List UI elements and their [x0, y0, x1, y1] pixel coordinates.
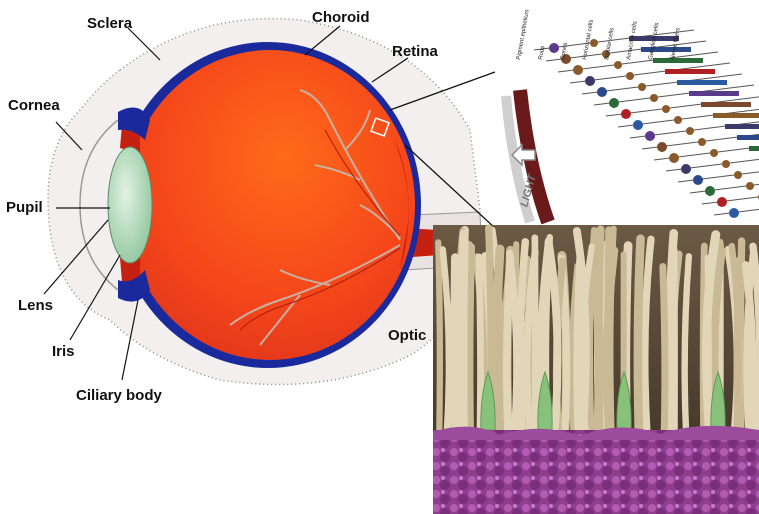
ganglion-cell [681, 164, 691, 174]
lens [108, 147, 152, 263]
ganglion-cell [597, 87, 607, 97]
rod-cell [638, 239, 641, 435]
bipolar-cell [746, 182, 754, 190]
ganglion-cell [645, 131, 655, 141]
pigment-epithelium [433, 430, 759, 514]
photoreceptor [749, 146, 759, 151]
ganglion-cell [669, 153, 679, 163]
bipolar-cell [710, 149, 718, 157]
ganglion-cell [585, 76, 595, 86]
label-choroid: Choroid [312, 9, 370, 26]
ganglion-cell [609, 98, 619, 108]
bipolar-cell [686, 127, 694, 135]
rods-cones-micrograph [433, 225, 759, 514]
photoreceptor [665, 69, 715, 74]
photoreceptor [653, 58, 703, 63]
rod-cell [438, 242, 440, 435]
label-lens: Lens [18, 297, 53, 314]
ganglion-cell [657, 142, 667, 152]
photoreceptor [725, 124, 759, 129]
rod-cell [455, 258, 456, 435]
photoreceptor [701, 102, 751, 107]
retina-layers-inset: LIGHT Pigment epitheliumRodsConesHorizon… [500, 9, 759, 225]
rod-cell [663, 266, 665, 435]
rod-cell [463, 240, 464, 435]
bipolar-cell [650, 94, 658, 102]
rod-cell [674, 249, 675, 435]
photoreceptor [713, 113, 759, 118]
ganglion-cell [693, 175, 703, 185]
label-retina: Retina [392, 43, 439, 60]
bipolar-cell [698, 138, 706, 146]
ganglion-cell [633, 120, 643, 130]
label-optic: Optic [388, 327, 426, 344]
bipolar-cell [626, 72, 634, 80]
bipolar-cell [734, 171, 742, 179]
label-ciliary-body: Ciliary body [76, 387, 163, 404]
bipolar-cell [662, 105, 670, 113]
rod-cell [599, 229, 601, 435]
ganglion-cell [729, 208, 739, 218]
ganglion-cell [621, 109, 631, 119]
ganglion-cell [573, 65, 583, 75]
inset-layer-label: Pigment epithelium [516, 9, 531, 60]
label-cornea: Cornea [8, 97, 60, 114]
photoreceptor [737, 135, 759, 140]
label-pupil: Pupil [6, 199, 43, 216]
rod-cell [479, 257, 481, 435]
bipolar-cell [614, 61, 622, 69]
photoreceptor [689, 91, 739, 96]
bipolar-cell [722, 160, 730, 168]
bipolar-cell [638, 83, 646, 91]
label-sclera: Sclera [87, 15, 133, 32]
rod-cell [608, 230, 609, 435]
rod-cell [707, 258, 708, 435]
bipolar-cell [674, 116, 682, 124]
ganglion-cell [705, 186, 715, 196]
rod-cell [497, 249, 500, 435]
ganglion-cell [717, 197, 727, 207]
ganglion-cell [549, 43, 559, 53]
eyeball-body [125, 50, 415, 360]
label-iris: Iris [52, 343, 75, 360]
photoreceptor [677, 80, 727, 85]
